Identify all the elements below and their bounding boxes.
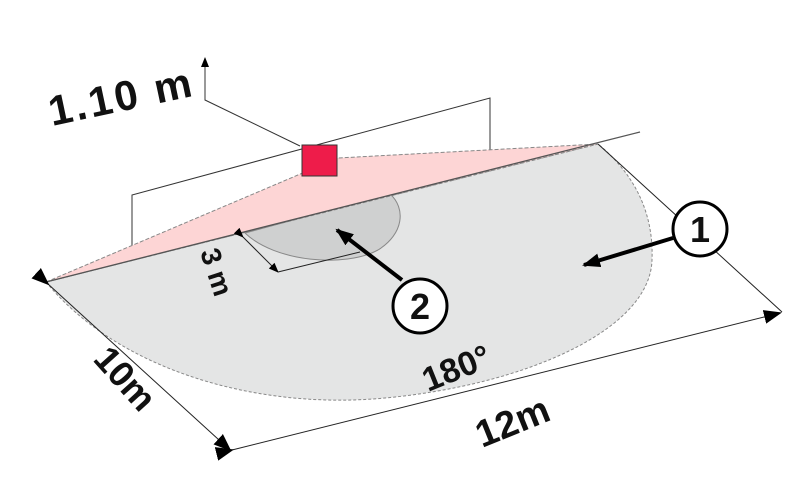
height-label: 1.10 m bbox=[44, 59, 196, 135]
callout-2-number: 2 bbox=[410, 286, 430, 327]
callout-1-circle bbox=[671, 200, 729, 258]
height-guide bbox=[201, 57, 301, 147]
callout-1-arrow bbox=[582, 236, 674, 268]
dim-3m-ext bbox=[277, 251, 361, 273]
callout-1-number: 1 bbox=[690, 209, 710, 250]
dim-10m bbox=[31, 268, 232, 452]
sensor-icon bbox=[301, 144, 338, 177]
dim-3m bbox=[233, 227, 279, 273]
callout-2-arrow bbox=[335, 228, 404, 282]
diameter-line bbox=[45, 131, 641, 283]
dim-12m bbox=[214, 310, 782, 461]
width-label: 12m bbox=[470, 389, 556, 456]
callout-2-circle bbox=[391, 277, 449, 335]
